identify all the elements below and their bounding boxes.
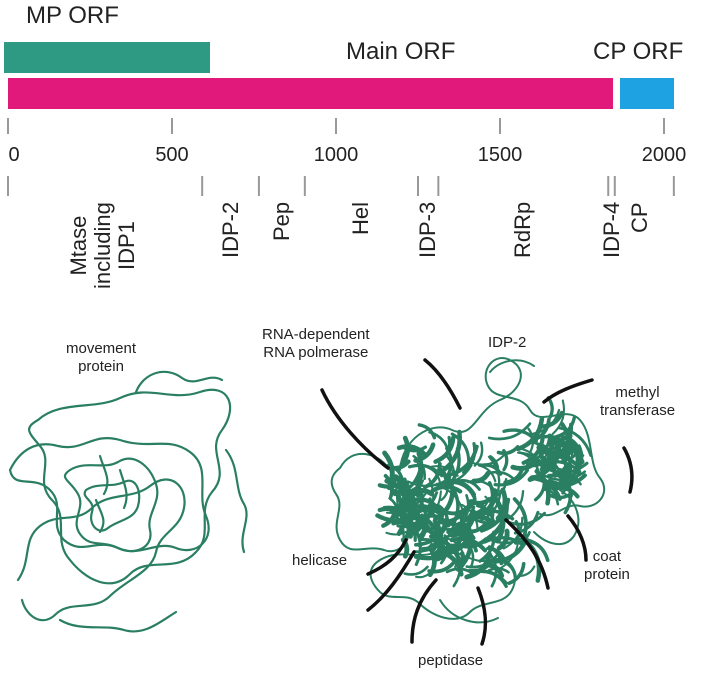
callout-lines	[320, 358, 634, 646]
idp2-structure-label: IDP-2	[488, 334, 527, 351]
axis-tick-label-1000: 1000	[313, 144, 359, 166]
polyprotein-ribbon-density	[375, 396, 593, 588]
helicase-structure-label: helicase	[292, 552, 348, 569]
mtase-structure-label: methyl transferase	[600, 384, 676, 419]
domain-label-hel: Hel	[348, 201, 374, 235]
domain-label-cp: CP	[627, 202, 652, 233]
axis-tick-label-500: 500	[155, 144, 189, 166]
mp-orf-title: MP ORF	[26, 2, 119, 29]
domain-label-pep: Pep	[268, 201, 294, 241]
movement-protein-label: movement protein	[66, 340, 137, 375]
coat-protein-structure-label: coat protein	[584, 548, 630, 583]
cp-orf-bar	[620, 78, 674, 109]
movement-protein-structure	[8, 370, 248, 633]
main-orf-bar	[8, 78, 614, 109]
domain-label-idp4: IDP-4	[599, 201, 624, 258]
axis-tick-label-0: 0	[8, 144, 20, 166]
domain-label-idp3: IDP-3	[415, 201, 441, 258]
rdrp-structure-label: RNA-dependent RNA polmerase	[262, 326, 370, 361]
axis-tick-label-1500: 1500	[477, 144, 523, 166]
cp-orf-title: CP ORF	[593, 38, 684, 65]
mp-orf-bar	[4, 42, 210, 73]
domain-boundary-ticks	[7, 176, 675, 196]
peptidase-structure-label: peptidase	[418, 652, 484, 669]
domain-label-rdrp: RdRp	[510, 201, 536, 258]
main-orf-title: Main ORF	[346, 38, 456, 65]
domain-label-idp2: IDP-2	[217, 201, 243, 258]
axis-ticks	[7, 118, 665, 134]
axis-tick-label-2000: 2000	[641, 144, 687, 166]
